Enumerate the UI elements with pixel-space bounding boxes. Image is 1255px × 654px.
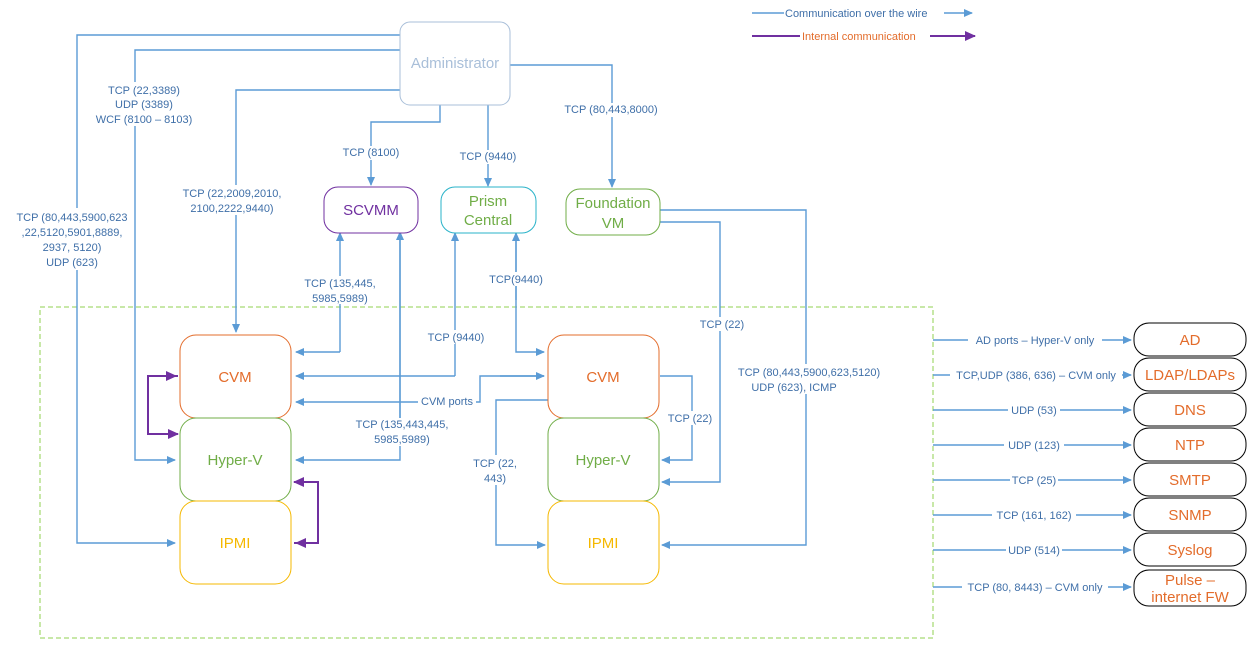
node-ipmi-right[interactable]: IPMI [547, 500, 660, 585]
edge-cvm-hyperv-internal [147, 375, 179, 439]
cvm-left-label: CVM [218, 369, 251, 386]
label-prism-cvm-right: TCP(9440) [489, 274, 543, 286]
pulse-label-1: Pulse – [1165, 572, 1216, 589]
administrator-label: Administrator [411, 55, 499, 72]
label-prism-cvm-left: TCP (9440) [428, 332, 485, 344]
label-foundation-ipmi-2: UDP (623), ICMP [751, 382, 836, 394]
smtp-label: SMTP [1169, 472, 1211, 489]
scvmm-label: SCVMM [343, 202, 399, 219]
label-ad-port: AD ports – Hyper-V only [976, 335, 1095, 347]
external-dns[interactable]: DNS [1133, 392, 1247, 427]
ipmi-left-label: IPMI [220, 535, 251, 552]
node-hyperv-left[interactable]: Hyper-V [179, 417, 292, 502]
edge-foundation-hyperv [660, 221, 721, 486]
label-cvm-ipmi-right-2: 443) [484, 473, 506, 485]
node-cvm-right[interactable]: CVM [547, 334, 660, 419]
node-hyperv-right[interactable]: Hyper-V [547, 417, 660, 502]
node-administrator[interactable]: Administrator [399, 21, 511, 106]
edge-admin-hyperv [134, 49, 400, 464]
edge-labels: TCP (22,3389) UDP (3389) WCF (8100 – 810… [12, 82, 1122, 594]
label-scvmm-cvm-2: 5985,5989) [312, 293, 368, 305]
ad-label: AD [1180, 332, 1201, 349]
external-ad[interactable]: AD [1133, 322, 1247, 357]
edge-admin-foundation [510, 64, 616, 188]
ipmi-right-label: IPMI [588, 535, 619, 552]
foundation-label-1: Foundation [575, 195, 650, 212]
node-scvmm[interactable]: SCVMM [323, 186, 419, 234]
ntp-label: NTP [1175, 437, 1205, 454]
edge-prism-cvm-right [515, 233, 545, 356]
node-prism-central[interactable]: Prism Central [440, 186, 537, 234]
label-admin-scvmm: TCP (8100) [343, 147, 400, 159]
legend-internal-label: Internal communication [802, 31, 916, 43]
label-admin-hyperv-3: WCF (8100 – 8103) [96, 114, 193, 126]
foundation-label-2: VM [602, 215, 625, 232]
label-ntp-port: UDP (123) [1008, 440, 1060, 452]
label-scvmm-cvm-1: TCP (135,445, [304, 278, 375, 290]
external-services: AD LDAP/LDAPs DNS NTP SMTP SNMP Syslog [1133, 322, 1247, 607]
pulse-label-2: internet FW [1151, 589, 1229, 606]
external-ntp[interactable]: NTP [1133, 427, 1247, 462]
edge-admin-scvmm [367, 105, 441, 186]
label-cvm-hyperv-right: TCP (22) [668, 413, 712, 425]
label-ldap-port: TCP,UDP (386, 636) – CVM only [956, 370, 1116, 382]
hyperv-left-label: Hyper-V [207, 452, 262, 469]
edge-admin-ipmi [76, 34, 400, 547]
external-syslog[interactable]: Syslog [1133, 532, 1247, 567]
label-dns-port: UDP (53) [1011, 405, 1057, 417]
hyperv-right-label: Hyper-V [575, 452, 630, 469]
dns-label: DNS [1174, 402, 1206, 419]
prism-label-1: Prism [469, 193, 507, 210]
ldap-label: LDAP/LDAPs [1145, 367, 1235, 384]
label-pulse-port: TCP (80, 8443) – CVM only [968, 582, 1103, 594]
label-admin-hyperv-2: UDP (3389) [115, 99, 173, 111]
prism-label-2: Central [464, 212, 512, 229]
label-scvmm-hyperv-2: 5985,5989) [374, 434, 430, 446]
external-pulse[interactable]: Pulse – internet FW [1133, 569, 1247, 607]
syslog-label: Syslog [1167, 542, 1212, 559]
edge-ipmi-hyperv-internal [293, 477, 319, 544]
node-foundation-vm[interactable]: Foundation VM [565, 188, 661, 236]
edge-hyperv-ipmi-internal [295, 510, 319, 548]
label-syslog-port: UDP (514) [1008, 545, 1060, 557]
label-admin-ipmi-3: 2937, 5120) [43, 242, 102, 254]
node-ipmi-left[interactable]: IPMI [179, 500, 292, 585]
edge-hyperv-cvm-internal [147, 371, 177, 400]
label-admin-prism: TCP (9440) [460, 151, 517, 163]
edge-admin-cvm [232, 89, 400, 333]
label-foundation-ipmi-1: TCP (80,443,5900,623,5120) [738, 367, 880, 379]
label-admin-hyperv-1: TCP (22,3389) [108, 85, 180, 97]
legend-wire-label: Communication over the wire [785, 8, 927, 20]
label-cvm-ports: CVM ports [421, 396, 473, 408]
label-snmp-port: TCP (161, 162) [996, 510, 1071, 522]
external-smtp[interactable]: SMTP [1133, 462, 1247, 497]
label-scvmm-hyperv-1: TCP (135,443,445, [356, 419, 449, 431]
label-admin-ipmi-4: UDP (623) [46, 257, 98, 269]
label-admin-foundation: TCP (80,443,8000) [564, 104, 657, 116]
label-admin-cvm-1: TCP (22,2009,2010, [183, 188, 282, 200]
cvm-right-label: CVM [586, 369, 619, 386]
cluster-boundary [39, 306, 934, 639]
external-ldap[interactable]: LDAP/LDAPs [1133, 357, 1247, 392]
label-admin-ipmi-1: TCP (80,443,5900,623 [16, 212, 127, 224]
label-smtp-port: TCP (25) [1012, 475, 1056, 487]
snmp-label: SNMP [1168, 507, 1211, 524]
external-snmp[interactable]: SNMP [1133, 497, 1247, 532]
edges-internal-left [147, 371, 319, 548]
label-admin-ipmi-2: ,22,5120,5901,8889, [22, 227, 123, 239]
label-admin-cvm-2: 2100,2222,9440) [190, 203, 273, 215]
node-cvm-left[interactable]: CVM [179, 334, 292, 419]
label-foundation-hyperv: TCP (22) [700, 319, 744, 331]
legend: Communication over the wire Internal com… [752, 5, 976, 43]
label-cvm-ipmi-right-1: TCP (22, [473, 458, 517, 470]
